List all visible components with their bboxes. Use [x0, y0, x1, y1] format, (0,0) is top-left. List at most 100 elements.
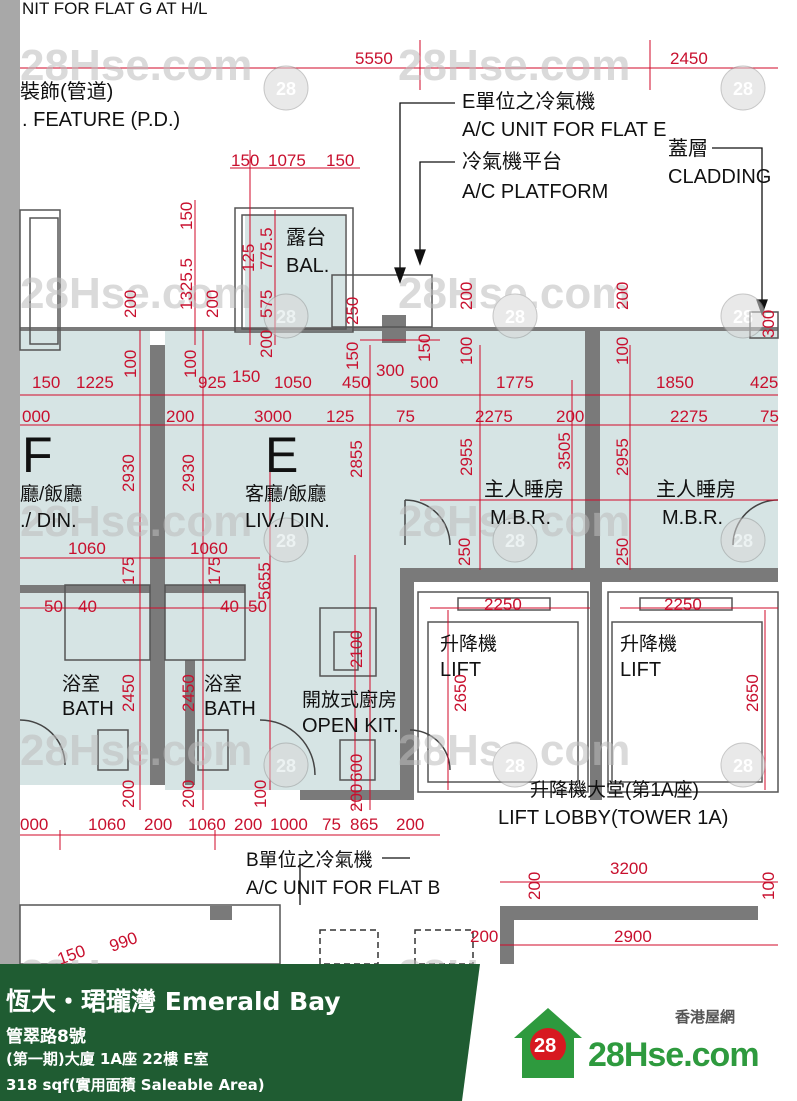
- top-partial-text: NIT FOR FLAT G AT H/L: [22, 0, 207, 18]
- watermark-text: 28Hse.com: [20, 951, 252, 964]
- watermark-badge: 28: [276, 756, 296, 776]
- dim-text: 450: [342, 373, 370, 392]
- ac-platform-label-en: A/C PLATFORM: [462, 181, 608, 203]
- dim-text: 150: [343, 342, 362, 370]
- dim-text: 200: [166, 407, 194, 426]
- lift2-label-en: LIFT: [620, 659, 661, 681]
- dim-text: 200: [257, 330, 276, 358]
- dim-text: 200: [234, 815, 262, 834]
- dim-text: 175: [205, 557, 224, 585]
- dimension-labels: 5550 2450 150 1075 150 150 1325.5 775.5 …: [20, 49, 779, 964]
- dim-text: 200: [457, 282, 476, 310]
- lift1-label-en: LIFT: [440, 659, 481, 681]
- estate-address: 管翠路8號: [6, 1027, 86, 1047]
- watermark-badge: 28: [733, 307, 753, 327]
- watermark-text: 28Hse.com: [20, 497, 252, 546]
- dim-text: 2930: [119, 454, 138, 492]
- dim-text: 150: [415, 334, 434, 362]
- watermark-badge: 28: [505, 756, 525, 776]
- dim-text: 1060: [188, 815, 226, 834]
- dim-text: 100: [181, 350, 200, 378]
- dim-text: 2855: [347, 440, 366, 478]
- dim-text: 2955: [457, 438, 476, 476]
- living-e-label-zh: 客廳/飯廳: [245, 483, 326, 505]
- living-f-label-en: ./ DIN.: [20, 510, 77, 532]
- dim-text: 150: [32, 373, 60, 392]
- flat-e-letter: E: [265, 427, 298, 483]
- dim-text: 2650: [743, 674, 762, 712]
- dim-text: 200: [203, 290, 222, 318]
- dim-text: 250: [455, 538, 474, 566]
- dim-text: 500: [410, 373, 438, 392]
- dim-text: 200: [470, 927, 498, 946]
- bath1-label-zh: 浴室: [62, 673, 100, 695]
- dim-text: 1060: [88, 815, 126, 834]
- lobby-label-en: LIFT LOBBY(TOWER 1A): [498, 807, 728, 829]
- dim-text: 2930: [179, 454, 198, 492]
- watermarks: 28Hse.com 28Hse.com 28Hse.com 28Hse.com …: [20, 41, 766, 964]
- watermark-badge: 28: [505, 307, 525, 327]
- dim-text: 575: [257, 290, 276, 318]
- dim-text: 5655: [255, 562, 274, 600]
- watermark-badge: 28: [733, 531, 753, 551]
- watermark-badge: 28: [505, 531, 525, 551]
- ac-units: [319, 929, 474, 964]
- site-name: 香港屋網: [675, 1008, 736, 1026]
- living-f-label-zh: 廳/飯廳: [20, 483, 82, 505]
- dim-text: 150: [326, 151, 354, 170]
- watermark-badge: 28: [276, 79, 296, 99]
- dim-text: 100: [121, 350, 140, 378]
- dim-text: 2955: [613, 438, 632, 476]
- watermark-text: 28Hse.com: [20, 41, 252, 90]
- bath1-label-en: BATH: [62, 698, 114, 720]
- info-footer: 恆大・珺瓏灣 Emerald Bay 管翠路8號 (第一期)大廈 1A座 22樓…: [0, 964, 797, 1101]
- dim-text: 150: [231, 151, 259, 170]
- dim-text: 50: [44, 597, 63, 616]
- dim-text: 1060: [190, 539, 228, 558]
- dim-text: 2450: [119, 674, 138, 712]
- dim-text: 865: [350, 815, 378, 834]
- dim-text: 1060: [68, 539, 106, 558]
- dim-text: 1325.5: [177, 258, 196, 310]
- dim-text: 2450: [670, 49, 708, 68]
- ac-platform-label-zh: 冷氣機平台: [462, 150, 562, 173]
- dim-text: 300: [376, 361, 404, 380]
- balcony-label-en: BAL.: [286, 255, 329, 277]
- dim-text: 5550: [355, 49, 393, 68]
- lift1-label-zh: 升降機: [440, 633, 497, 655]
- balcony-label-zh: 露台: [286, 226, 326, 249]
- living-e-label-en: LIV./ DIN.: [245, 510, 330, 532]
- dim-text: 2275: [475, 407, 513, 426]
- estate-title: 恆大・珺瓏灣 Emerald Bay: [6, 987, 341, 1016]
- dim-text: 1225: [76, 373, 114, 392]
- flat-f-letter: F: [22, 427, 53, 483]
- watermark-badge: 28: [276, 307, 296, 327]
- dim-text: 150: [177, 202, 196, 230]
- dim-text: 40: [78, 597, 97, 616]
- dim-text: 150: [55, 941, 88, 964]
- dim-text: 2250: [484, 595, 522, 614]
- watermark-badge: 28: [733, 79, 753, 99]
- dim-text: 200: [144, 815, 172, 834]
- lobby-label-zh: 升降機大堂(第1A座): [530, 779, 699, 801]
- dim-text: 125: [239, 244, 258, 272]
- feature-label-en: . FEATURE (P.D.): [22, 109, 180, 131]
- dim-text: 925: [198, 373, 226, 392]
- mbr2-label-zh: 主人睡房: [656, 478, 736, 501]
- dim-text: 000: [20, 815, 48, 834]
- ac-flat-b-label-en: A/C UNIT FOR FLAT B: [246, 878, 440, 899]
- unit-info: (第一期)大廈 1A座 22樓 E室: [6, 1050, 209, 1068]
- bath2-label-en: BATH: [204, 698, 256, 720]
- area-info: 318 sqf(實用面積 Saleable Area): [6, 1076, 265, 1094]
- ac-flat-e-label-zh: E單位之冷氣機: [462, 90, 595, 113]
- dim-text: 300: [759, 310, 778, 338]
- room-labels: NIT FOR FLAT G AT H/L 裝飾(管道) . FEATURE (…: [20, 0, 771, 899]
- dim-text: 40: [220, 597, 239, 616]
- dim-text: 2100: [347, 630, 366, 668]
- dim-text: 1850: [656, 373, 694, 392]
- dim-text: 600: [347, 754, 366, 782]
- dim-text: 200: [179, 780, 198, 808]
- dim-text: 2650: [451, 674, 470, 712]
- dim-text: 775.5: [257, 227, 276, 270]
- watermark-text: 28Hse.com: [398, 951, 630, 964]
